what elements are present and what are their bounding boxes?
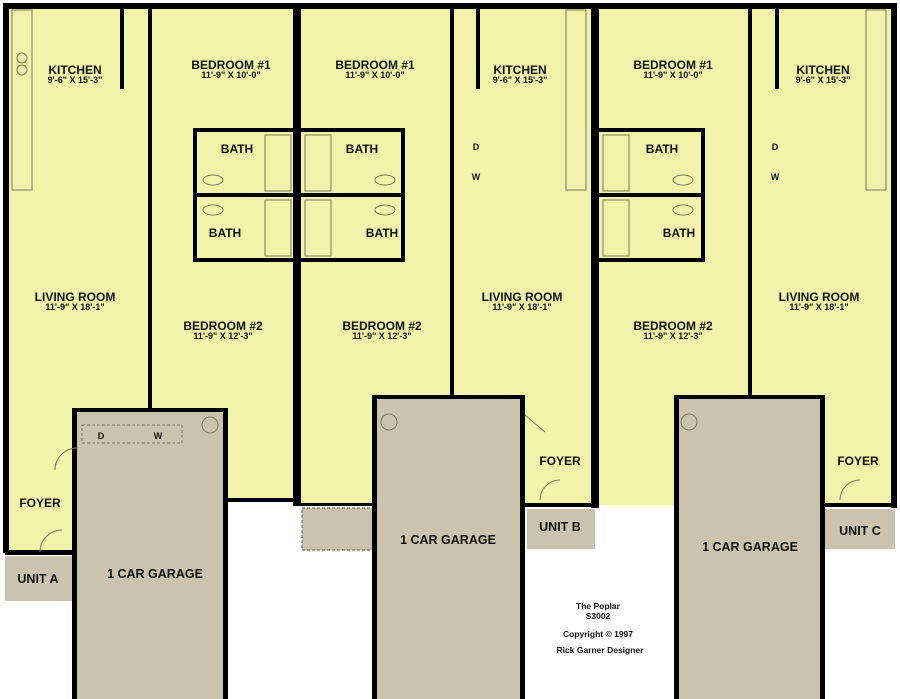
kitchen-counter-b [865, 9, 887, 191]
bedroom2-label: BEDROOM #2 [342, 319, 422, 333]
bedroom1-dim: 11'-9" X 10'-0" [643, 70, 702, 80]
water-heater [380, 413, 398, 431]
bathtub [602, 199, 630, 257]
sink [374, 204, 396, 216]
bedroom2-dim: 11'-9" X 12'-3" [643, 331, 702, 341]
door-swing [39, 447, 78, 553]
kitchen-dim: 9'-6" X 15'-3" [493, 75, 548, 85]
bedroom1-label: BEDROOM #1 [191, 58, 271, 72]
unit-b-porch [301, 507, 376, 551]
fixtures [11, 9, 887, 553]
dryer-label: D [473, 142, 480, 152]
foyer-label: FOYER [539, 454, 581, 468]
unit-a-label: UNIT A [17, 572, 58, 586]
sink [202, 204, 224, 216]
stove-burner-icon [16, 52, 28, 64]
bath-label: BATH [663, 226, 695, 240]
bedroom2-label: BEDROOM #2 [633, 319, 713, 333]
bedroom2-label: BEDROOM #2 [183, 319, 263, 333]
foyer-label: FOYER [837, 454, 879, 468]
kitchen-label: KITCHEN [796, 63, 849, 77]
unit-c-entry-slab [825, 509, 895, 549]
washer-label: W [154, 431, 163, 441]
plan-code: S3002 [586, 611, 611, 621]
garage-b [375, 397, 522, 699]
garage-c [677, 397, 822, 699]
unit-b-label: UNIT B [539, 520, 581, 534]
kitchen-counter-b2 [565, 9, 587, 191]
designer: Rick Garner Designer [557, 645, 645, 655]
bedroom2-dim: 11'-9" X 12'-3" [193, 331, 252, 341]
bathtub [264, 134, 292, 192]
door-swing [524, 414, 861, 501]
credits: The Poplar S3002 Copyright © 1997 Rick G… [557, 601, 645, 655]
bedroom1-dim: 11'-9" X 10'-0" [201, 70, 260, 80]
unit-b-entry-slab [527, 509, 595, 549]
room-labels: KITCHEN 9'-6" X 15'-3" BEDROOM #1 11'-9"… [17, 58, 880, 586]
garage-label: 1 CAR GARAGE [702, 540, 798, 554]
bath-label: BATH [646, 142, 678, 156]
stove-burner-icon [16, 64, 28, 76]
dryer-label: D [98, 431, 105, 441]
bath-label: BATH [366, 226, 398, 240]
laundry-closet [81, 424, 183, 444]
bedroom1-label: BEDROOM #1 [633, 58, 713, 72]
sink [672, 174, 694, 186]
sink [672, 204, 694, 216]
bathtub [304, 199, 332, 257]
garage-label: 1 CAR GARAGE [400, 533, 496, 547]
kitchen-label: KITCHEN [493, 63, 546, 77]
bath-label: BATH [346, 142, 378, 156]
washer-label: W [771, 172, 780, 182]
bedroom1-dim: 11'-9" X 10'-0" [345, 70, 404, 80]
living-room-label: LIVING ROOM [779, 290, 860, 304]
kitchen-counter-a [11, 9, 33, 191]
unit-a-entry-slab [5, 556, 75, 601]
bathtub [304, 134, 332, 192]
kitchen-label: KITCHEN [48, 63, 101, 77]
unit-c-label: UNIT C [839, 524, 881, 538]
plan-name: The Poplar [576, 601, 621, 611]
bedroom1-label: BEDROOM #1 [335, 58, 415, 72]
bedroom2-dim: 11'-9" X 12'-3" [352, 331, 411, 341]
water-heater [680, 413, 698, 431]
copyright: Copyright © 1997 [563, 629, 633, 639]
washer-label: W [472, 172, 481, 182]
bathtub [264, 199, 292, 257]
kitchen-dim: 9'-6" X 15'-3" [796, 75, 851, 85]
living-room-dim: 11'-9" X 18'-1" [45, 302, 104, 312]
garage-a [75, 410, 225, 699]
sink [374, 174, 396, 186]
kitchen-dim: 9'-6" X 15'-3" [48, 75, 103, 85]
living-room-label: LIVING ROOM [482, 290, 563, 304]
foyer-label: FOYER [19, 496, 61, 510]
dryer-label: D [772, 142, 779, 152]
walls [3, 3, 897, 699]
bath-label: BATH [221, 142, 253, 156]
sink [202, 174, 224, 186]
living-room-dim: 11'-9" X 18'-1" [789, 302, 848, 312]
living-room-label: LIVING ROOM [35, 290, 116, 304]
bathtub [602, 134, 630, 192]
water-heater [201, 416, 219, 434]
bath-label: BATH [209, 226, 241, 240]
living-room-dim: 11'-9" X 18'-1" [492, 302, 551, 312]
garage-label: 1 CAR GARAGE [107, 567, 203, 581]
